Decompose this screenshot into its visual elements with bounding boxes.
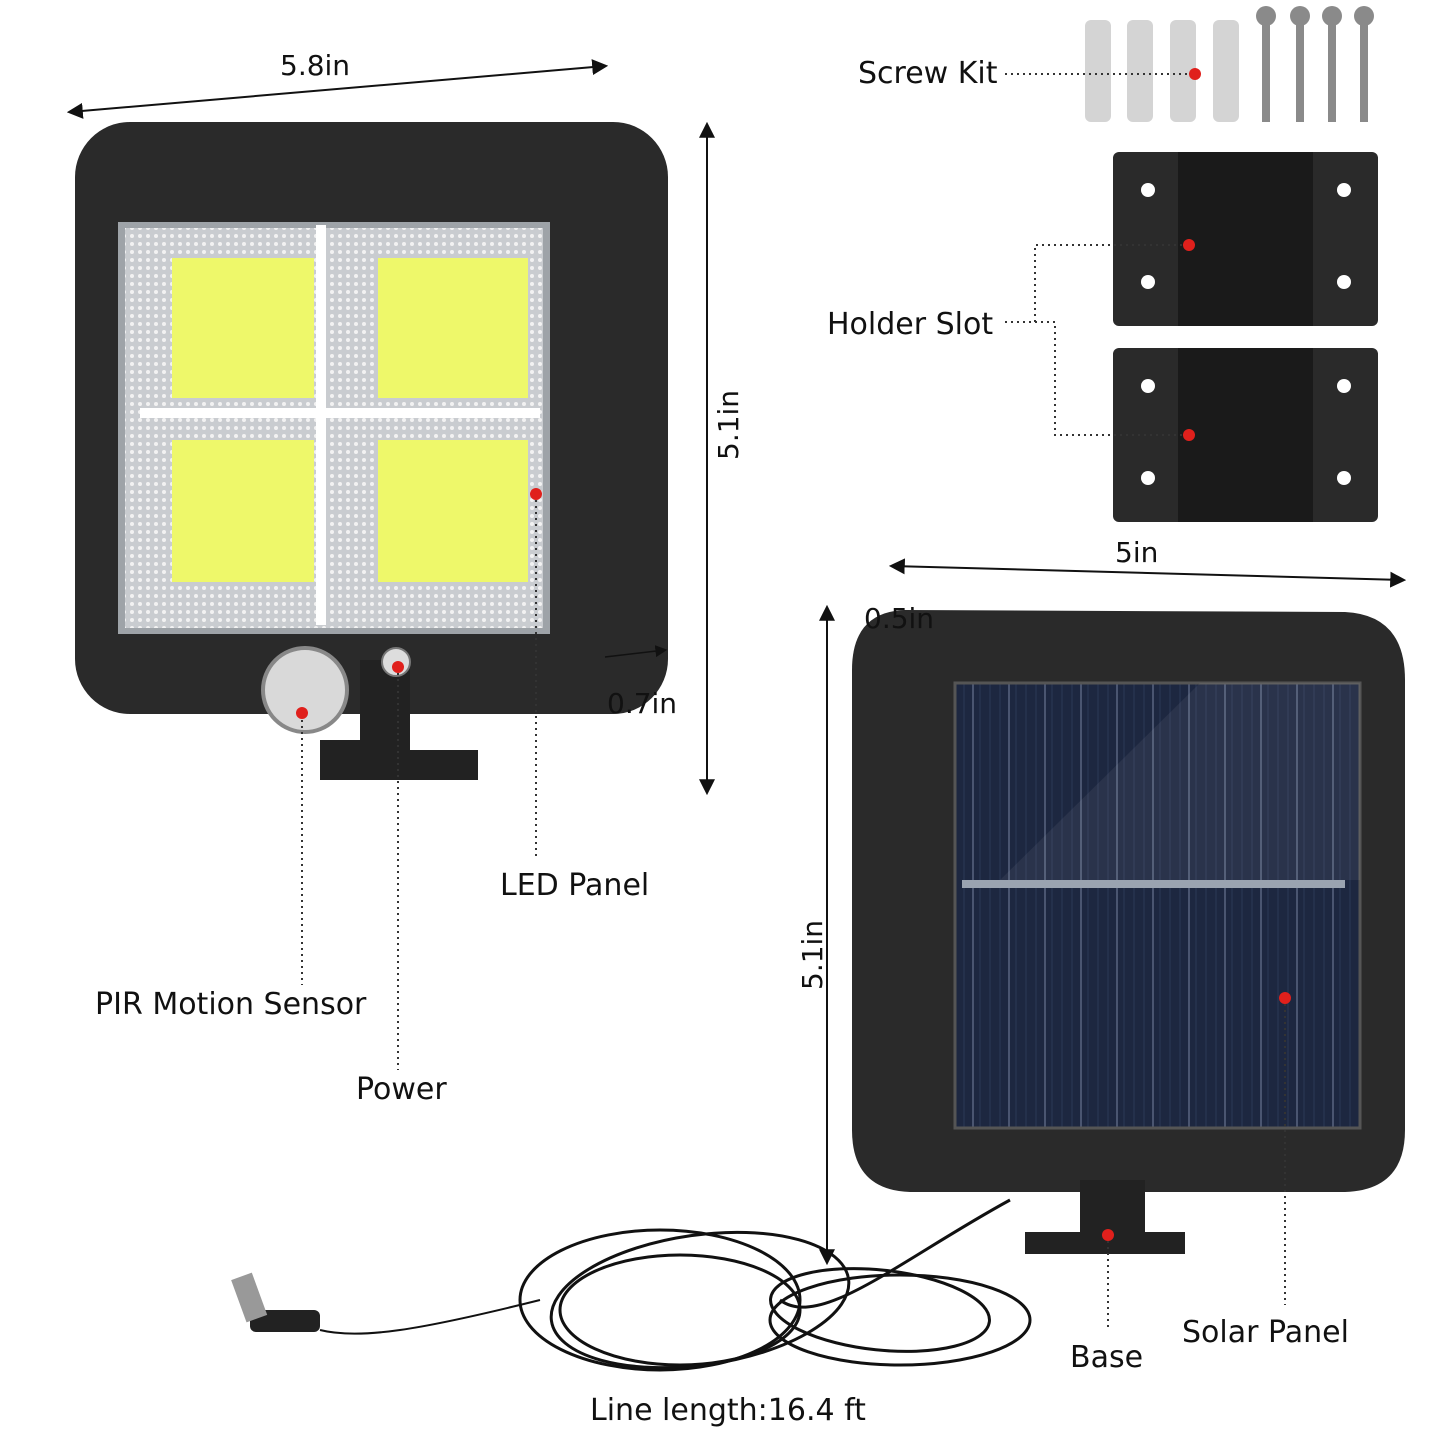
led-divider [140, 408, 540, 418]
width-dimension-arrow [66, 59, 609, 119]
solar-height-label: 5.1in [796, 920, 829, 990]
base-marker [1102, 1229, 1114, 1241]
pir-sensor [261, 646, 349, 734]
light-width-label: 5.8in [280, 49, 350, 82]
light-height-label: 5.1in [712, 390, 745, 460]
solar-width-label: 5in [1115, 536, 1158, 569]
led-chip [172, 258, 314, 398]
solar-cells [953, 681, 1362, 1130]
cable-length-label: Line length:16.4 ft [590, 1393, 866, 1428]
screw-kit-callout: Screw Kit [858, 56, 998, 91]
led-chip [378, 440, 528, 582]
led-panel-marker [530, 488, 542, 500]
screw-kit-marker [1189, 68, 1201, 80]
pir-marker [296, 707, 308, 719]
cable-coil [319, 1198, 1032, 1372]
dc-plug-icon [231, 1272, 320, 1332]
screw-kit: Screw Kit [858, 6, 1374, 122]
led-panel-callout: LED Panel [500, 868, 649, 903]
led-divider [316, 225, 326, 625]
light-depth-label: 0.7in [607, 687, 677, 720]
holder-plate [1113, 152, 1378, 326]
solar-panel-marker [1279, 992, 1291, 1004]
holder-slot-marker [1183, 429, 1195, 441]
led-chip [378, 258, 528, 398]
solar-unit: 5in 5.1in 0.5in Solar Panel Base Line le… [231, 536, 1407, 1428]
holder-slot-marker [1183, 239, 1195, 251]
solar-busbar [962, 880, 1345, 888]
solar-base [1025, 1180, 1185, 1254]
power-callout: Power [356, 1072, 447, 1107]
holder-slots: Holder Slot [827, 152, 1378, 522]
holder-slot-callout: Holder Slot [827, 307, 993, 342]
solar-depth-label: 0.5in [864, 602, 934, 635]
pir-callout: PIR Motion Sensor [95, 987, 367, 1022]
light-bracket [320, 660, 478, 780]
light-unit: 5.8in 5.1in 0.7in LED Panel PIR Motion S… [66, 49, 745, 1107]
holder-plate [1113, 348, 1378, 522]
base-callout: Base [1070, 1340, 1143, 1375]
solar-panel-callout: Solar Panel [1182, 1315, 1349, 1350]
led-chip [172, 440, 314, 582]
power-marker [392, 661, 404, 673]
